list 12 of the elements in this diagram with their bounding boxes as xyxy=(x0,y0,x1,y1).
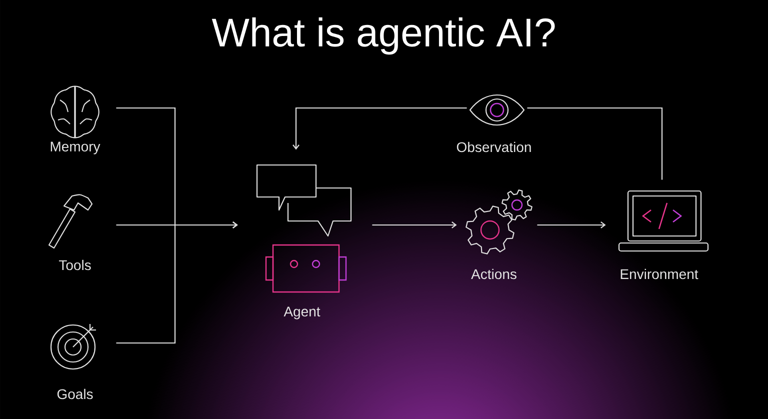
node-label: Agent xyxy=(284,306,320,320)
arrow xyxy=(372,222,457,228)
arrow xyxy=(116,222,238,344)
node-label: Observation xyxy=(456,142,531,152)
node-label: Memory xyxy=(50,142,100,154)
node-label: Tools xyxy=(58,260,91,270)
node-label: Actions xyxy=(471,268,516,280)
title: What is agentic AI? xyxy=(212,17,555,55)
node-label: Environment xyxy=(620,268,698,280)
arrow xyxy=(292,107,467,150)
arrow xyxy=(537,222,606,228)
node-label: Goals xyxy=(57,388,93,400)
